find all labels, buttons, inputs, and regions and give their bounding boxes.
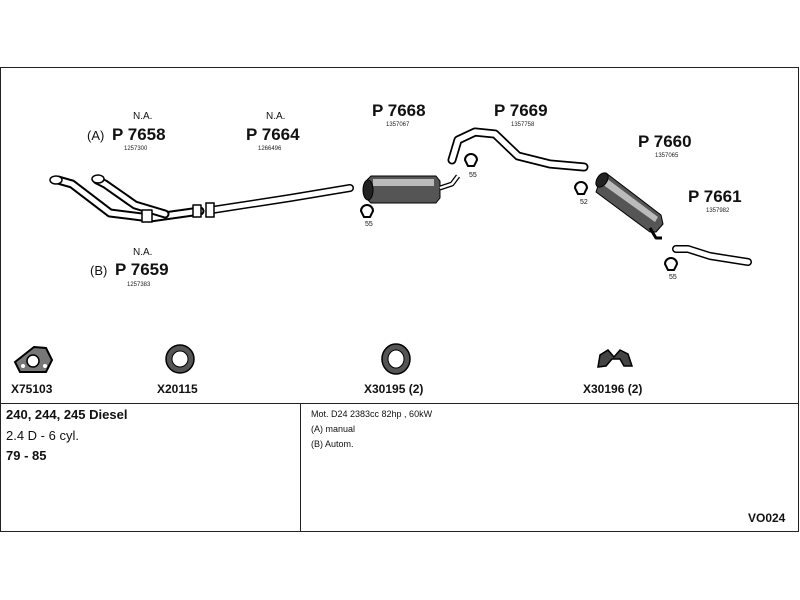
hardware-code: X75103 — [11, 382, 53, 396]
part-number: P 7660 — [638, 132, 692, 151]
rear-silencer-drawing — [595, 172, 664, 240]
hardware-code: X20115 — [157, 382, 198, 396]
rubber-hanger-icon — [597, 349, 634, 368]
front-downpipe-drawing — [49, 174, 205, 223]
clamp-size: 55 — [469, 172, 477, 179]
clamp-icon — [359, 204, 375, 218]
part-reference: 1357065 — [655, 153, 679, 159]
gasket-icon — [13, 345, 54, 373]
variant-label: (B) — [90, 263, 108, 278]
part-reference: 1357982 — [706, 208, 730, 214]
part-number: P 7664 — [246, 125, 300, 144]
part-reference: 1357758 — [511, 122, 535, 128]
engine-note: Mot. D24 2383cc 82hp , 60kW — [311, 409, 433, 419]
ring-icon — [165, 344, 195, 374]
hardware-code: X30196 (2) — [583, 382, 643, 396]
clamp-size: 52 — [580, 199, 588, 206]
clamp-size: 55 — [365, 221, 373, 228]
vehicle-model: 240, 244, 245 Diesel — [6, 407, 128, 422]
intermediate-pipe-drawing — [205, 184, 354, 218]
diagram-code: VO024 — [748, 511, 786, 525]
variant-label: (A) — [87, 128, 105, 143]
part-number: P 7668 — [372, 101, 426, 120]
part-number: P 7669 — [494, 101, 548, 120]
clamp-icons — [359, 153, 679, 271]
part-note: N.A. — [133, 111, 153, 122]
part-reference: 1266496 — [258, 146, 282, 152]
connecting-pipe-drawing — [447, 127, 589, 172]
column-divider — [300, 403, 301, 532]
diagram-frame — [0, 67, 799, 532]
part-number: P 7658 — [112, 125, 166, 144]
part-number: P 7659 — [115, 260, 169, 279]
part-reference: 1257300 — [124, 146, 148, 152]
section-divider — [0, 403, 799, 404]
part-note: N.A. — [133, 247, 153, 258]
vehicle-years: 79 - 85 — [6, 448, 47, 463]
tail-pipe-drawing — [672, 245, 752, 266]
ring-icon — [381, 343, 411, 375]
variant-note: (B) Autom. — [311, 439, 354, 449]
part-reference: 1357067 — [386, 122, 410, 128]
middle-silencer-drawing — [362, 174, 460, 204]
variant-note: (A) manual — [311, 424, 356, 434]
clamp-icon — [463, 153, 479, 167]
clamp-icon — [573, 181, 589, 195]
hardware-code: X30195 (2) — [364, 382, 424, 396]
clamp-icon — [663, 257, 679, 271]
vehicle-engine: 2.4 D - 6 cyl. — [6, 428, 79, 443]
part-number: P 7661 — [688, 187, 742, 206]
part-note: N.A. — [266, 111, 286, 122]
clamp-size: 55 — [669, 274, 677, 281]
part-reference: 1257383 — [127, 282, 151, 288]
